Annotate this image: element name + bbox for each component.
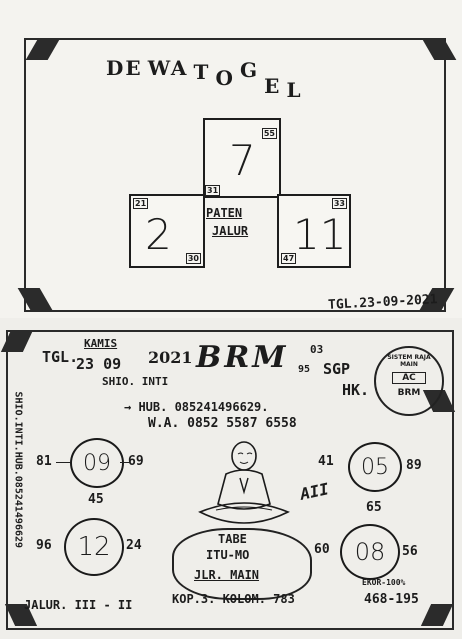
c4-right: 56 xyxy=(402,544,418,559)
c4-left: 60 xyxy=(314,542,330,557)
sup-top: 03 xyxy=(310,343,324,356)
bottom-frame xyxy=(6,330,454,630)
c2-right: 89 xyxy=(406,458,422,473)
center-number: 7 xyxy=(229,136,256,185)
left-box: 2 21 30 xyxy=(129,194,205,268)
ekor-label: EKOR-100% xyxy=(362,578,406,587)
date-label: 23 09 xyxy=(76,355,122,373)
c3-right: 24 xyxy=(126,538,142,553)
c1-circle: 09 xyxy=(70,438,124,488)
c2-circle: 05 xyxy=(348,442,402,492)
title-part: WA xyxy=(147,56,189,80)
wa-line: W.A. 0852 5587 6558 xyxy=(148,416,297,431)
c1-right-line xyxy=(120,462,130,463)
center-tag: 55 xyxy=(261,128,277,139)
c3-left: 96 xyxy=(36,538,52,553)
year-label: 2021 xyxy=(148,348,193,367)
stamp-top-text: SISTEM RAJA MAIN xyxy=(387,354,431,368)
right-number: 11 xyxy=(293,210,347,259)
c2-left: 41 xyxy=(318,454,334,469)
market-sgp: SGP xyxy=(323,360,351,378)
title-part: O xyxy=(215,66,235,90)
center-box: 7 55 31 xyxy=(203,118,281,198)
stamp-bottom-text: BRM xyxy=(397,388,421,398)
left-bottom-tag: 30 xyxy=(185,253,201,264)
title: DE WA T O G E L xyxy=(106,56,303,102)
right-top-tag: 33 xyxy=(331,198,347,209)
day-label: KAMIS xyxy=(84,337,118,350)
cloud-shape xyxy=(172,528,312,600)
paten-label: PATEN xyxy=(206,206,243,220)
cloud-line3: JLR. MAIN xyxy=(194,568,260,582)
c1-right: 69 xyxy=(128,454,144,469)
brand-logo: BRM xyxy=(196,340,289,375)
jalur-footer: JALUR. III - II xyxy=(24,598,133,612)
monk-illustration xyxy=(198,441,290,524)
title-part: DE xyxy=(106,56,143,80)
stamp: SISTEM RAJA MAIN AC BRM xyxy=(374,346,444,416)
c1-left: 81 xyxy=(36,454,52,469)
c3-circle: 12 xyxy=(64,518,124,576)
sup-bottom: 95 xyxy=(298,364,311,375)
c2-below: 65 xyxy=(366,500,382,515)
hub-line: → HUB. 085241496629. xyxy=(124,400,269,414)
vertical-shio-text: SHIO.INTI.HUB.085241496629 xyxy=(12,391,24,549)
left-top-tag: 21 xyxy=(133,198,149,209)
tgl-label: TGL. xyxy=(42,348,79,366)
kop-footer: KOP.3. KOLOM. 783 xyxy=(172,592,295,606)
left-number: 2 xyxy=(145,210,172,259)
shio-inti: SHIO. INTI xyxy=(102,375,169,388)
top-frame xyxy=(24,38,446,312)
title-part: E xyxy=(264,74,282,98)
c1-below: 45 xyxy=(88,492,104,507)
right-bottom-tag: 47 xyxy=(281,253,297,264)
title-part: G xyxy=(239,58,260,82)
jalur-label: JALUR xyxy=(212,224,249,238)
c4-circle: 08 xyxy=(340,524,400,580)
right-box: 11 33 47 xyxy=(277,194,351,268)
c1-left-line xyxy=(56,462,70,463)
center-bottom-tag: 31 xyxy=(205,185,221,196)
stamp-mid-text: AC xyxy=(392,372,426,384)
cloud-line1: TABE xyxy=(218,532,247,546)
title-part: L xyxy=(286,78,303,102)
market-hk: HK. xyxy=(342,381,370,399)
ekor-values: 468-195 xyxy=(364,592,419,607)
cloud-line2: ITU-MO xyxy=(206,548,250,562)
title-part: T xyxy=(193,60,211,84)
